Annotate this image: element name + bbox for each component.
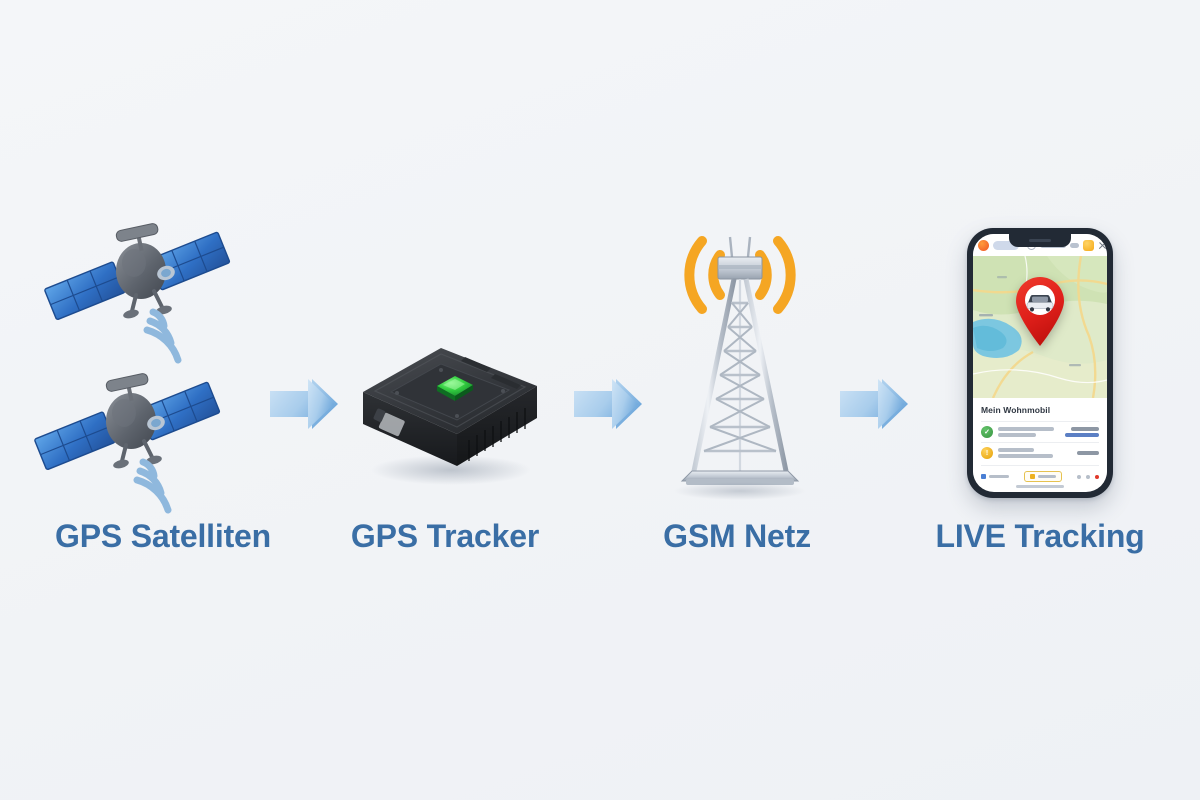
phone-screen: Mein Wohnmobil ✓ !: [973, 234, 1107, 492]
card-row[interactable]: ✓: [981, 421, 1099, 442]
row-value: [1077, 451, 1099, 455]
card-action-row: [981, 465, 1099, 482]
details-link-icon[interactable]: [981, 474, 1009, 479]
card-row[interactable]: !: [981, 442, 1099, 463]
row-value: [1065, 427, 1099, 437]
arrow-right-icon-3: [838, 375, 924, 433]
car-icon: [1026, 295, 1054, 312]
alert-dot-icon[interactable]: [1095, 474, 1099, 479]
app-logo-icon[interactable]: [978, 239, 989, 251]
status-warning-icon: !: [981, 447, 993, 459]
cell-tower-icon: [640, 215, 840, 505]
map-view[interactable]: [973, 256, 1107, 398]
stage-label-live-tracking: LIVE Tracking: [935, 518, 1145, 554]
smartphone-icon: Mein Wohnmobil ✓ !: [955, 228, 1125, 506]
satellite-lower-glyph: [34, 373, 221, 514]
signal-arcs-left: [684, 236, 725, 314]
cell-tower-glyph: [674, 236, 806, 500]
vehicle-name: Mein Wohnmobil: [981, 405, 1051, 415]
row-text-lines: [998, 427, 1060, 437]
stage-label-gps-satellites: GPS Satelliten: [55, 518, 271, 554]
gps-tracker-device-icon: [345, 330, 555, 490]
stage-label-gps-tracker: GPS Tracker: [350, 518, 540, 554]
stage-label-gsm-network: GSM Netz: [663, 518, 811, 554]
arrow-3-glyph: [840, 379, 908, 429]
phone-notch: [1009, 234, 1071, 247]
more-option-icon[interactable]: [1077, 474, 1081, 479]
arrow-right-icon-2: [572, 375, 658, 433]
arrow-right-icon-1: [268, 375, 354, 433]
action-button-icon[interactable]: [1024, 471, 1062, 482]
satellite-upper-glyph: [44, 223, 231, 364]
phone-home-indicator: [1016, 485, 1064, 488]
app-search-meta: [1070, 242, 1079, 248]
more-option-icon[interactable]: [1086, 474, 1090, 479]
gps-tracker-glyph: [363, 348, 537, 485]
arrow-1-glyph: [270, 379, 338, 429]
bell-badge-icon[interactable]: [1083, 239, 1094, 251]
tracker-led-indicator: [437, 376, 473, 401]
row-text-lines: [998, 448, 1072, 458]
satellite-icon-secondary: [30, 365, 240, 515]
close-icon[interactable]: [1098, 241, 1107, 250]
map-pin-vehicle-icon[interactable]: [1012, 274, 1068, 348]
phone-speaker: [1029, 239, 1051, 242]
arrow-2-glyph: [574, 379, 642, 429]
satellite-icon: [40, 215, 250, 365]
status-ok-icon: ✓: [981, 426, 993, 438]
vehicle-info-card: Mein Wohnmobil ✓ !: [973, 398, 1107, 487]
phone-frame: Mein Wohnmobil ✓ !: [967, 228, 1113, 498]
signal-arcs-right: [755, 236, 796, 314]
app-account-pill[interactable]: [993, 240, 1019, 250]
